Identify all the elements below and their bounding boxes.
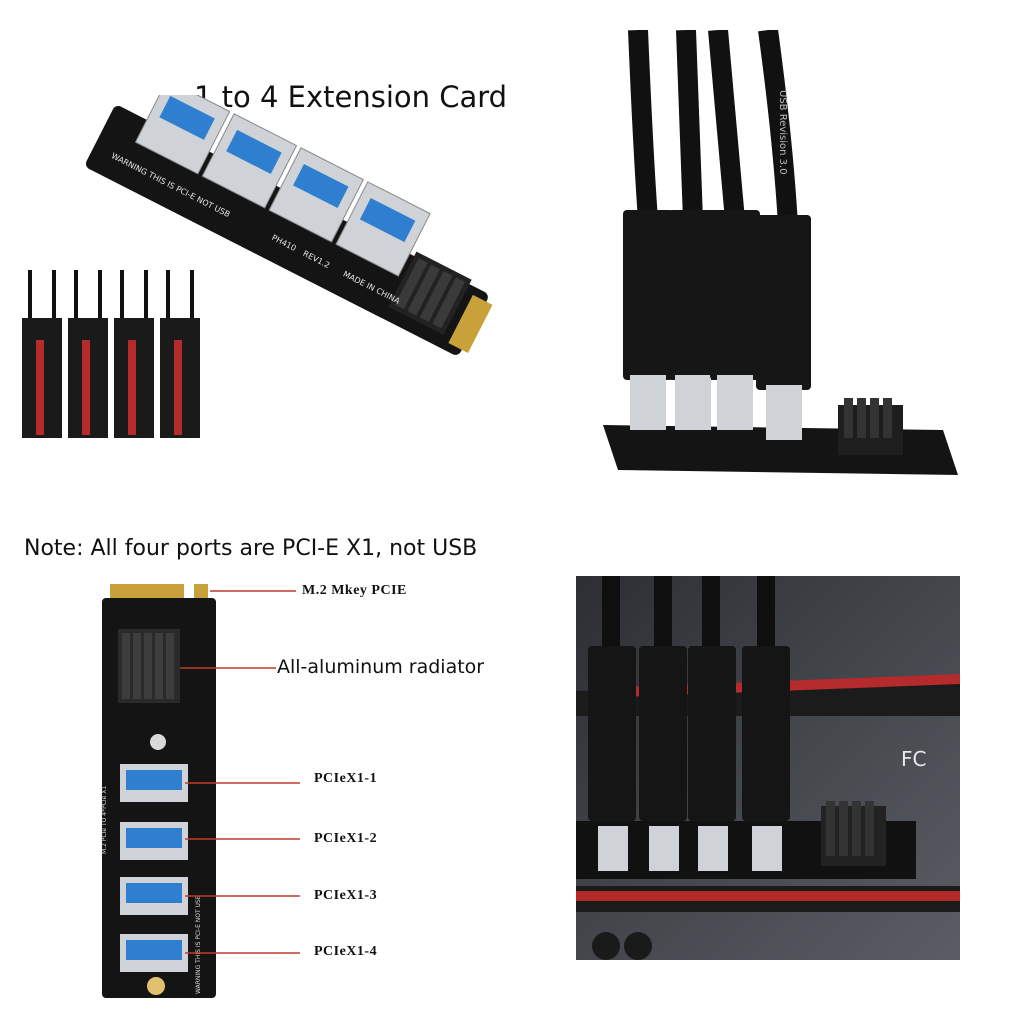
label-m2-mkey: M.2 Mkey PCIE — [302, 583, 407, 598]
board-product-text: M.2 PCIe TO 4*PCIe X1 — [101, 786, 108, 854]
usb-port-3 — [120, 877, 188, 915]
page-title: 1 to 4 Extension Card — [194, 80, 508, 114]
usb-cable-2 — [639, 576, 687, 871]
riser-card-2 — [68, 270, 108, 438]
label-port-3: PCIeX1-3 — [314, 888, 378, 903]
annotated-card-diagram: M.2 PCIe TO 4*PCIe X1 WARNING THIS IS PC… — [101, 584, 216, 998]
riser-card-4 — [160, 270, 200, 438]
label-port-4: PCIeX1-4 — [314, 944, 378, 959]
usb-port-1 — [120, 764, 188, 802]
cables-connected-photo: USB Revision 3.0 — [603, 30, 958, 475]
gold-fingers — [448, 294, 493, 354]
label-port-1: PCIeX1-1 — [314, 771, 378, 786]
usb-port-3 — [268, 147, 364, 243]
usb-cable-4: USB Revision 3.0 — [756, 30, 811, 440]
board-warning-text: WARNING THIS IS PCI-E NOT USB — [195, 895, 202, 994]
extension-card-photo: WARNING THIS IS PCI-E NOT USB PH410 REV1… — [85, 95, 493, 355]
usb-cable-2 — [668, 30, 718, 430]
usb-cable-1 — [588, 576, 636, 871]
usb-port-2 — [201, 113, 298, 209]
usb-port-4 — [335, 181, 431, 277]
riser-card-1 — [22, 270, 62, 438]
mount-hole — [150, 734, 166, 750]
usb-cable-1 — [623, 30, 673, 430]
usb-cable-4 — [742, 576, 790, 871]
riser-cards-thumbnail — [22, 270, 200, 438]
usb-cable-3 — [688, 576, 736, 871]
note-text: Note: All four ports are PCI-E X1, not U… — [24, 536, 478, 561]
label-port-2: PCIeX1-2 — [314, 831, 378, 846]
heatsink — [118, 629, 180, 703]
cable-print-text: USB Revision 3.0 — [777, 90, 788, 175]
callout-lines — [180, 590, 300, 954]
label-radiator: All-aluminum radiator — [277, 656, 485, 678]
pcie-slot-bottom — [576, 886, 960, 912]
riser-card-3 — [114, 270, 154, 438]
usb-port-4 — [120, 934, 188, 972]
fc-mark: FC — [901, 747, 926, 771]
gold-fingers — [110, 584, 208, 600]
heatsink — [388, 251, 472, 335]
usb-cable-3 — [708, 30, 760, 430]
capacitor — [592, 932, 652, 960]
heatsink — [821, 801, 886, 866]
usb-port-1 — [134, 95, 231, 175]
mount-hole-bottom — [147, 977, 165, 995]
usb-port-2 — [120, 822, 188, 860]
motherboard-install-photo: FC — [576, 576, 960, 960]
heatsink — [838, 398, 903, 455]
